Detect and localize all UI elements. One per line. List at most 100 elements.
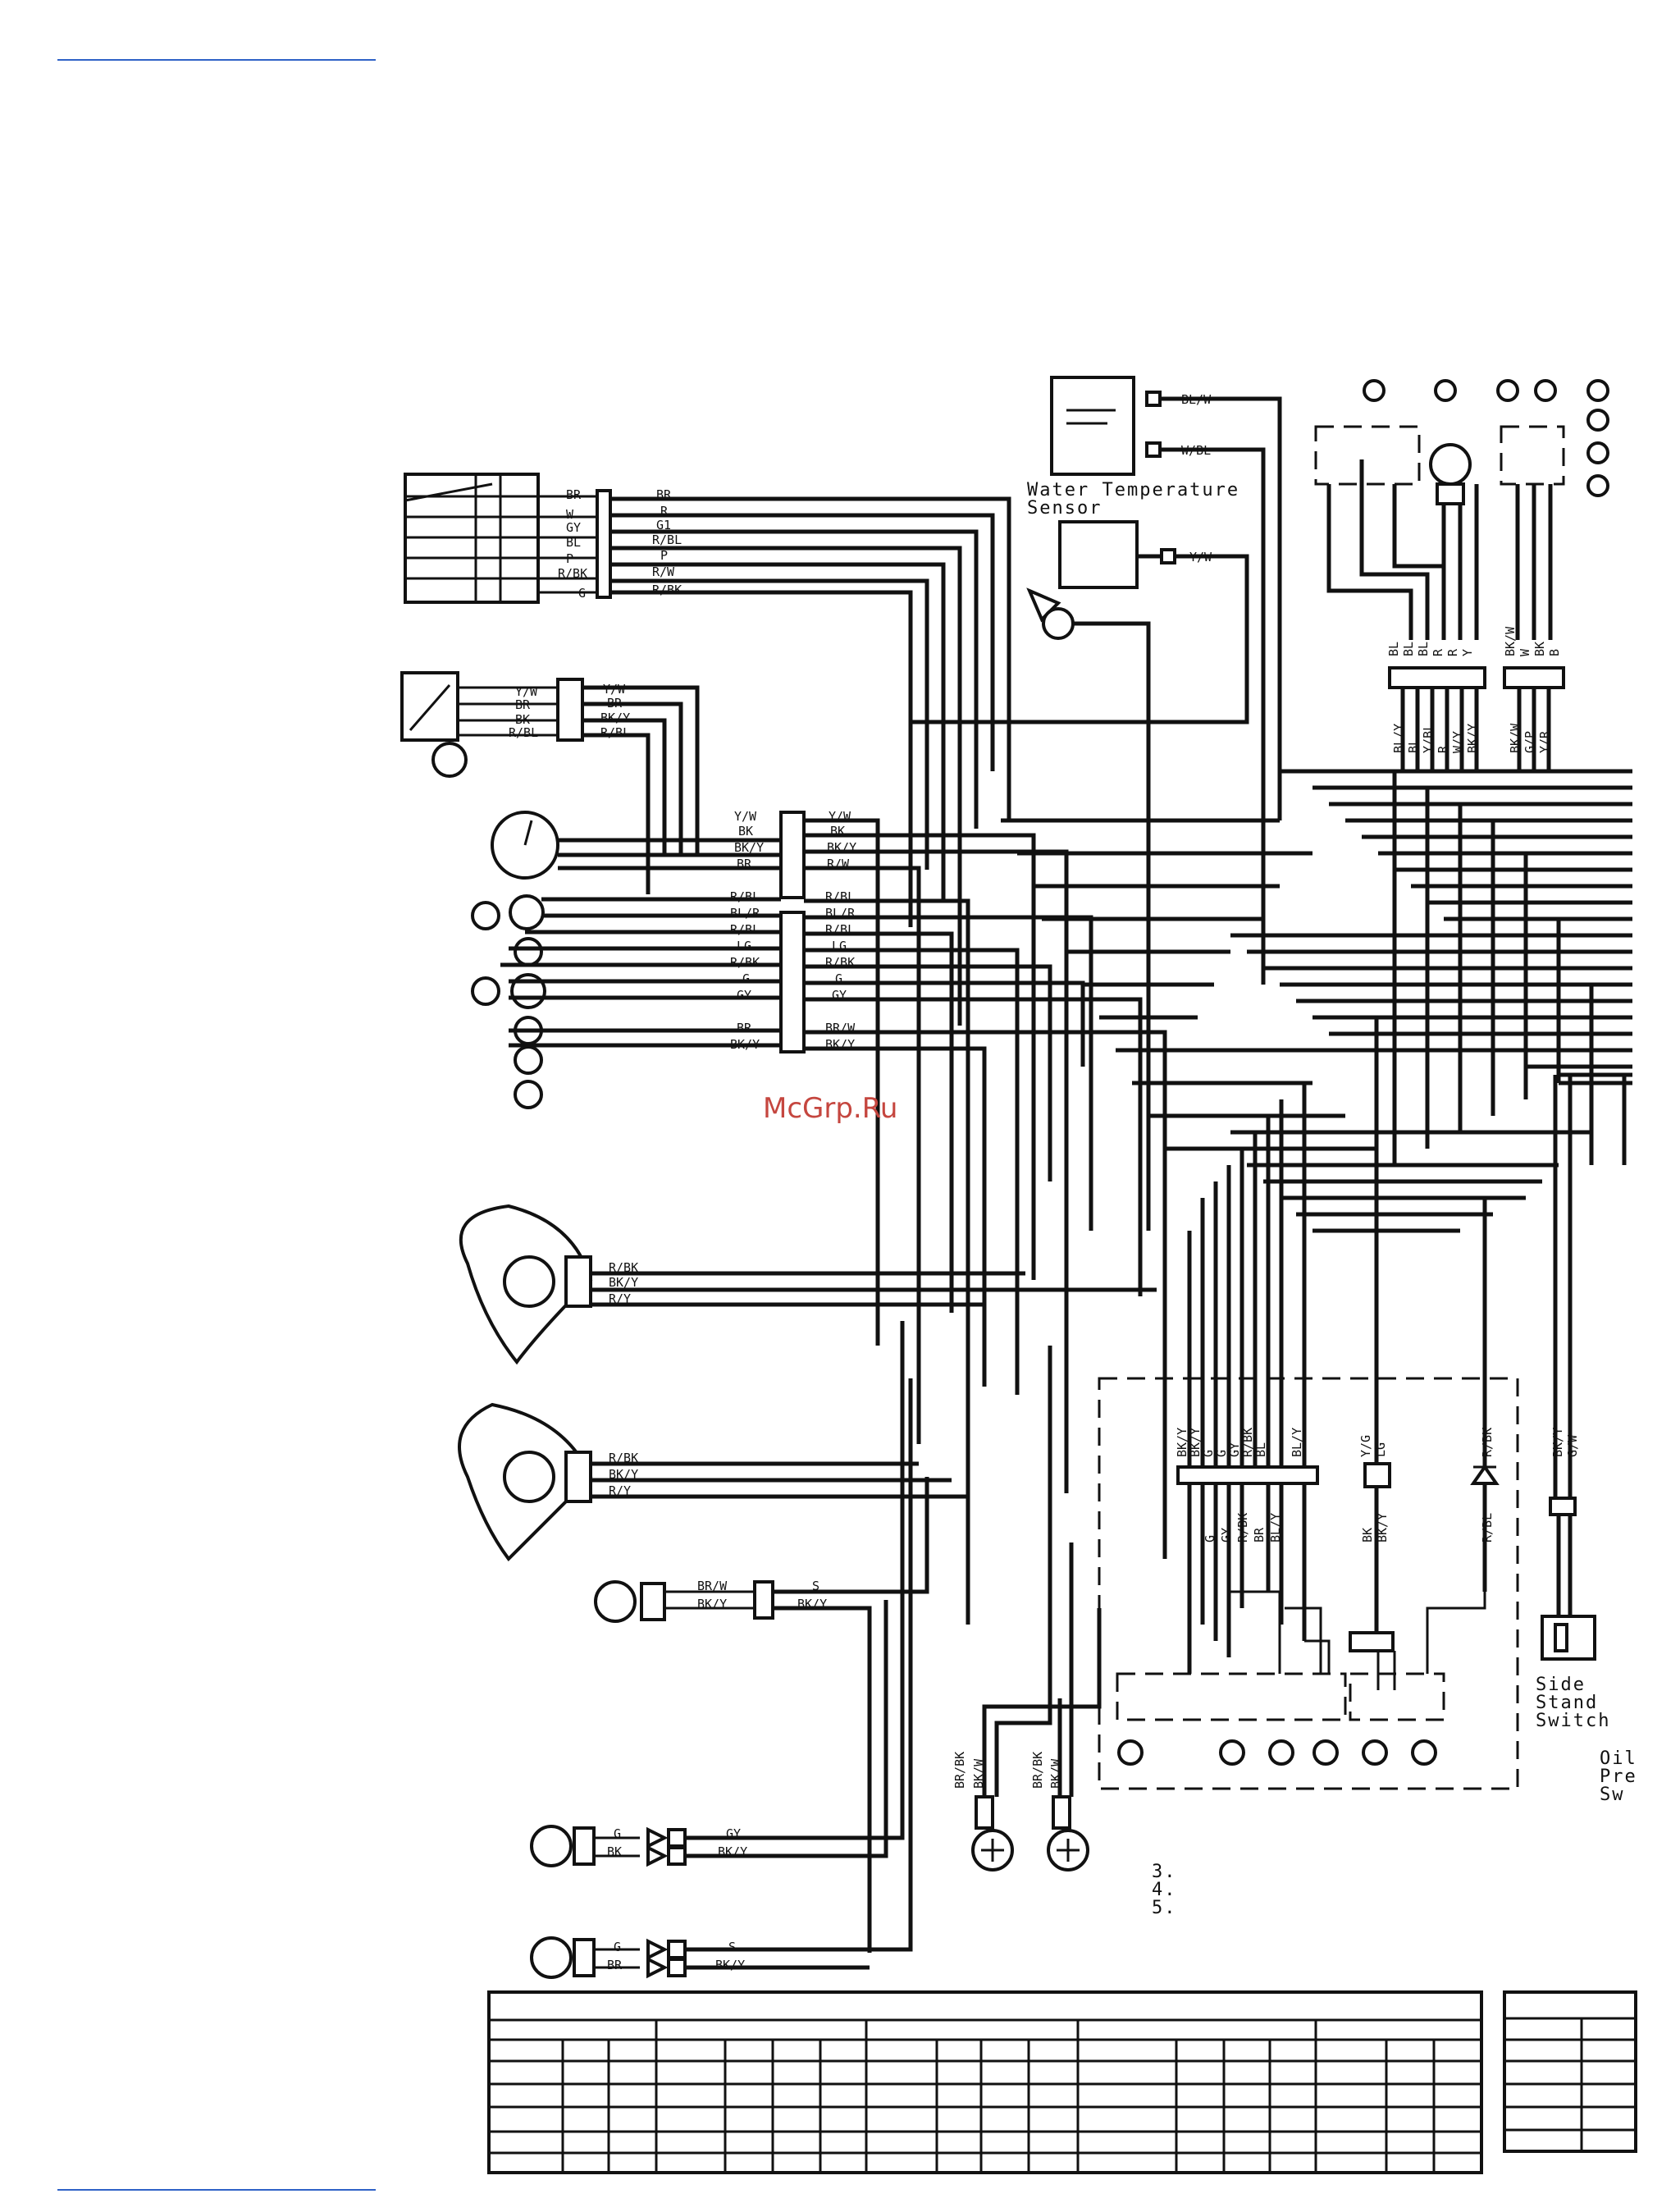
top-right-terminals	[1363, 379, 1609, 505]
connector-cluster-a	[779, 811, 806, 899]
junction-top-labels: BK/Y BK/Y G G GY R/BK BL BL/Y Y/G LG R/B…	[1175, 1428, 1495, 1457]
tachometer-gauge	[491, 811, 559, 880]
wire-label: LG	[1373, 1442, 1388, 1457]
switch-title: Oil	[1600, 1748, 1637, 1769]
wire-label: BK/W	[1048, 1758, 1063, 1789]
wire-label: G	[835, 971, 842, 986]
wire-label: B	[1547, 649, 1562, 656]
wire-label: BK/Y	[600, 711, 630, 725]
right-connector-bottom-labels: BL/Y BL Y/BL R W/Y BK/Y BK/W G/P Y/R	[1391, 723, 1552, 753]
wire-label: W	[1518, 648, 1532, 656]
indicator-bulbs	[471, 894, 546, 1109]
wire-label: BL/Y	[1290, 1428, 1304, 1457]
wire-label: BK/Y	[609, 1275, 638, 1290]
oil-pressure-switch-partial: Oil Pre Sw	[1600, 1748, 1637, 1805]
wire-label: BK/Y	[1550, 1428, 1565, 1457]
wire-label: R/BK	[730, 955, 760, 970]
main-harness-trunk	[1001, 769, 1632, 1233]
wire-label: BR/W	[697, 1579, 728, 1593]
junction-bottom-labels: G GY R/BK BR BL/Y BK BK/Y R/BL	[1203, 1513, 1495, 1542]
wire-label: BK/Y	[697, 1597, 727, 1611]
wire-label: BK/W	[1503, 626, 1518, 656]
headlight-lower	[458, 1402, 593, 1562]
wire-label: BL	[1253, 1442, 1268, 1457]
wire-label: BL	[1416, 642, 1431, 656]
wire-label: GY	[566, 520, 581, 535]
wire-label: Y/G	[1358, 1435, 1373, 1457]
wire-label: BL	[1401, 642, 1416, 656]
city-light: BR/W BK/Y S BK/Y	[594, 1579, 827, 1623]
wire-label: R/BL	[730, 922, 760, 937]
wire-label: G/W	[1565, 1434, 1580, 1457]
color-code-table-right	[1503, 1990, 1637, 2153]
wire-label: R/BK	[1235, 1513, 1250, 1542]
wire-label: BL	[566, 535, 581, 550]
wire-label: G1	[656, 518, 671, 532]
wire-label: BK/Y	[1375, 1513, 1390, 1542]
wire-label: BL/Y	[1268, 1513, 1283, 1542]
wire-label: R/BK	[558, 566, 587, 581]
wire-label: W	[566, 507, 574, 522]
wire-label: G	[1214, 1450, 1229, 1457]
wire-label: R/BK	[1480, 1428, 1495, 1457]
wire-label: R	[1436, 745, 1450, 753]
note-number: 4.	[1152, 1880, 1177, 1900]
connector-cluster-b	[779, 911, 806, 1053]
meter-connector-labels-left: BR W GY BL P R/BK G	[558, 487, 587, 601]
headlight-upper	[459, 1204, 593, 1365]
wire-label: R/BK	[1240, 1428, 1255, 1457]
wire-label: BR	[607, 1958, 623, 1972]
horn-a: BR/BK BK/W	[952, 1346, 1102, 1872]
bottom-rule	[57, 2189, 376, 2191]
turn-signal-front: G BK GY BK/Y	[530, 1321, 905, 1867]
wire-label: R/BL	[1480, 1513, 1495, 1542]
wire-label: BR	[1252, 1527, 1267, 1542]
color-code-table	[487, 1990, 1483, 2174]
wire-label: GY	[1227, 1442, 1242, 1457]
wire-label: BK	[607, 1844, 622, 1859]
switch-title: Side	[1536, 1675, 1586, 1695]
wire-label: R/BL	[652, 532, 682, 547]
wire-label: R/BK	[652, 583, 682, 597]
wire-label: BR/BK	[952, 1752, 967, 1789]
wire-label: Y/W	[515, 684, 538, 699]
wire-label: BK/Y	[1188, 1428, 1203, 1457]
wire-label: BL/W	[1181, 392, 1212, 407]
horn-b: BR/BK BK/W	[1030, 1542, 1089, 1872]
note-number: 5.	[1152, 1898, 1177, 1918]
wire-label: BK/W	[971, 1758, 986, 1789]
wire-label: R/W	[652, 564, 675, 579]
wire-label: BK	[1532, 642, 1547, 656]
wire-label: R/BL	[600, 725, 630, 740]
wire-label: BK	[515, 712, 530, 727]
wire-label: BL/R	[730, 906, 760, 921]
water-temp-unit: BL/W W/BL	[1050, 376, 1282, 985]
wire-label: BK/Y	[734, 840, 764, 855]
wire-label: R/BL	[730, 889, 760, 904]
wire-label: BR	[515, 697, 531, 712]
top-rule	[57, 59, 376, 61]
speedometer-sensor	[400, 671, 584, 778]
water-temperature-sensor: Water Temperature Sensor Y/W	[911, 480, 1249, 1231]
wire-label: GY	[737, 988, 751, 1003]
wire-label: BK/Y	[1175, 1428, 1189, 1457]
wire-label: Y	[1460, 649, 1475, 656]
wire-label: BK	[1360, 1528, 1375, 1542]
wire-label: S	[728, 1940, 736, 1954]
wire-label: G	[1201, 1450, 1216, 1457]
turn-signal-rear: G BR S BK/Y	[530, 1378, 913, 1979]
watermark: McGrp.Ru	[763, 1092, 897, 1125]
wire-label: BL	[1386, 642, 1401, 656]
switch-title: Stand	[1536, 1693, 1598, 1713]
wire-label: BR	[737, 1021, 752, 1035]
switch-title: Pre	[1600, 1766, 1637, 1787]
wire-label: R	[1431, 648, 1445, 656]
wire-label: Y/W	[1189, 550, 1212, 564]
wire-label: R/BL	[509, 725, 538, 740]
note-number: 3.	[1152, 1862, 1177, 1882]
wire-label: S	[812, 1579, 819, 1593]
junction-box	[1098, 1017, 1519, 1790]
wire-label: BK	[738, 824, 753, 839]
wire-label: Y/W	[734, 809, 757, 824]
